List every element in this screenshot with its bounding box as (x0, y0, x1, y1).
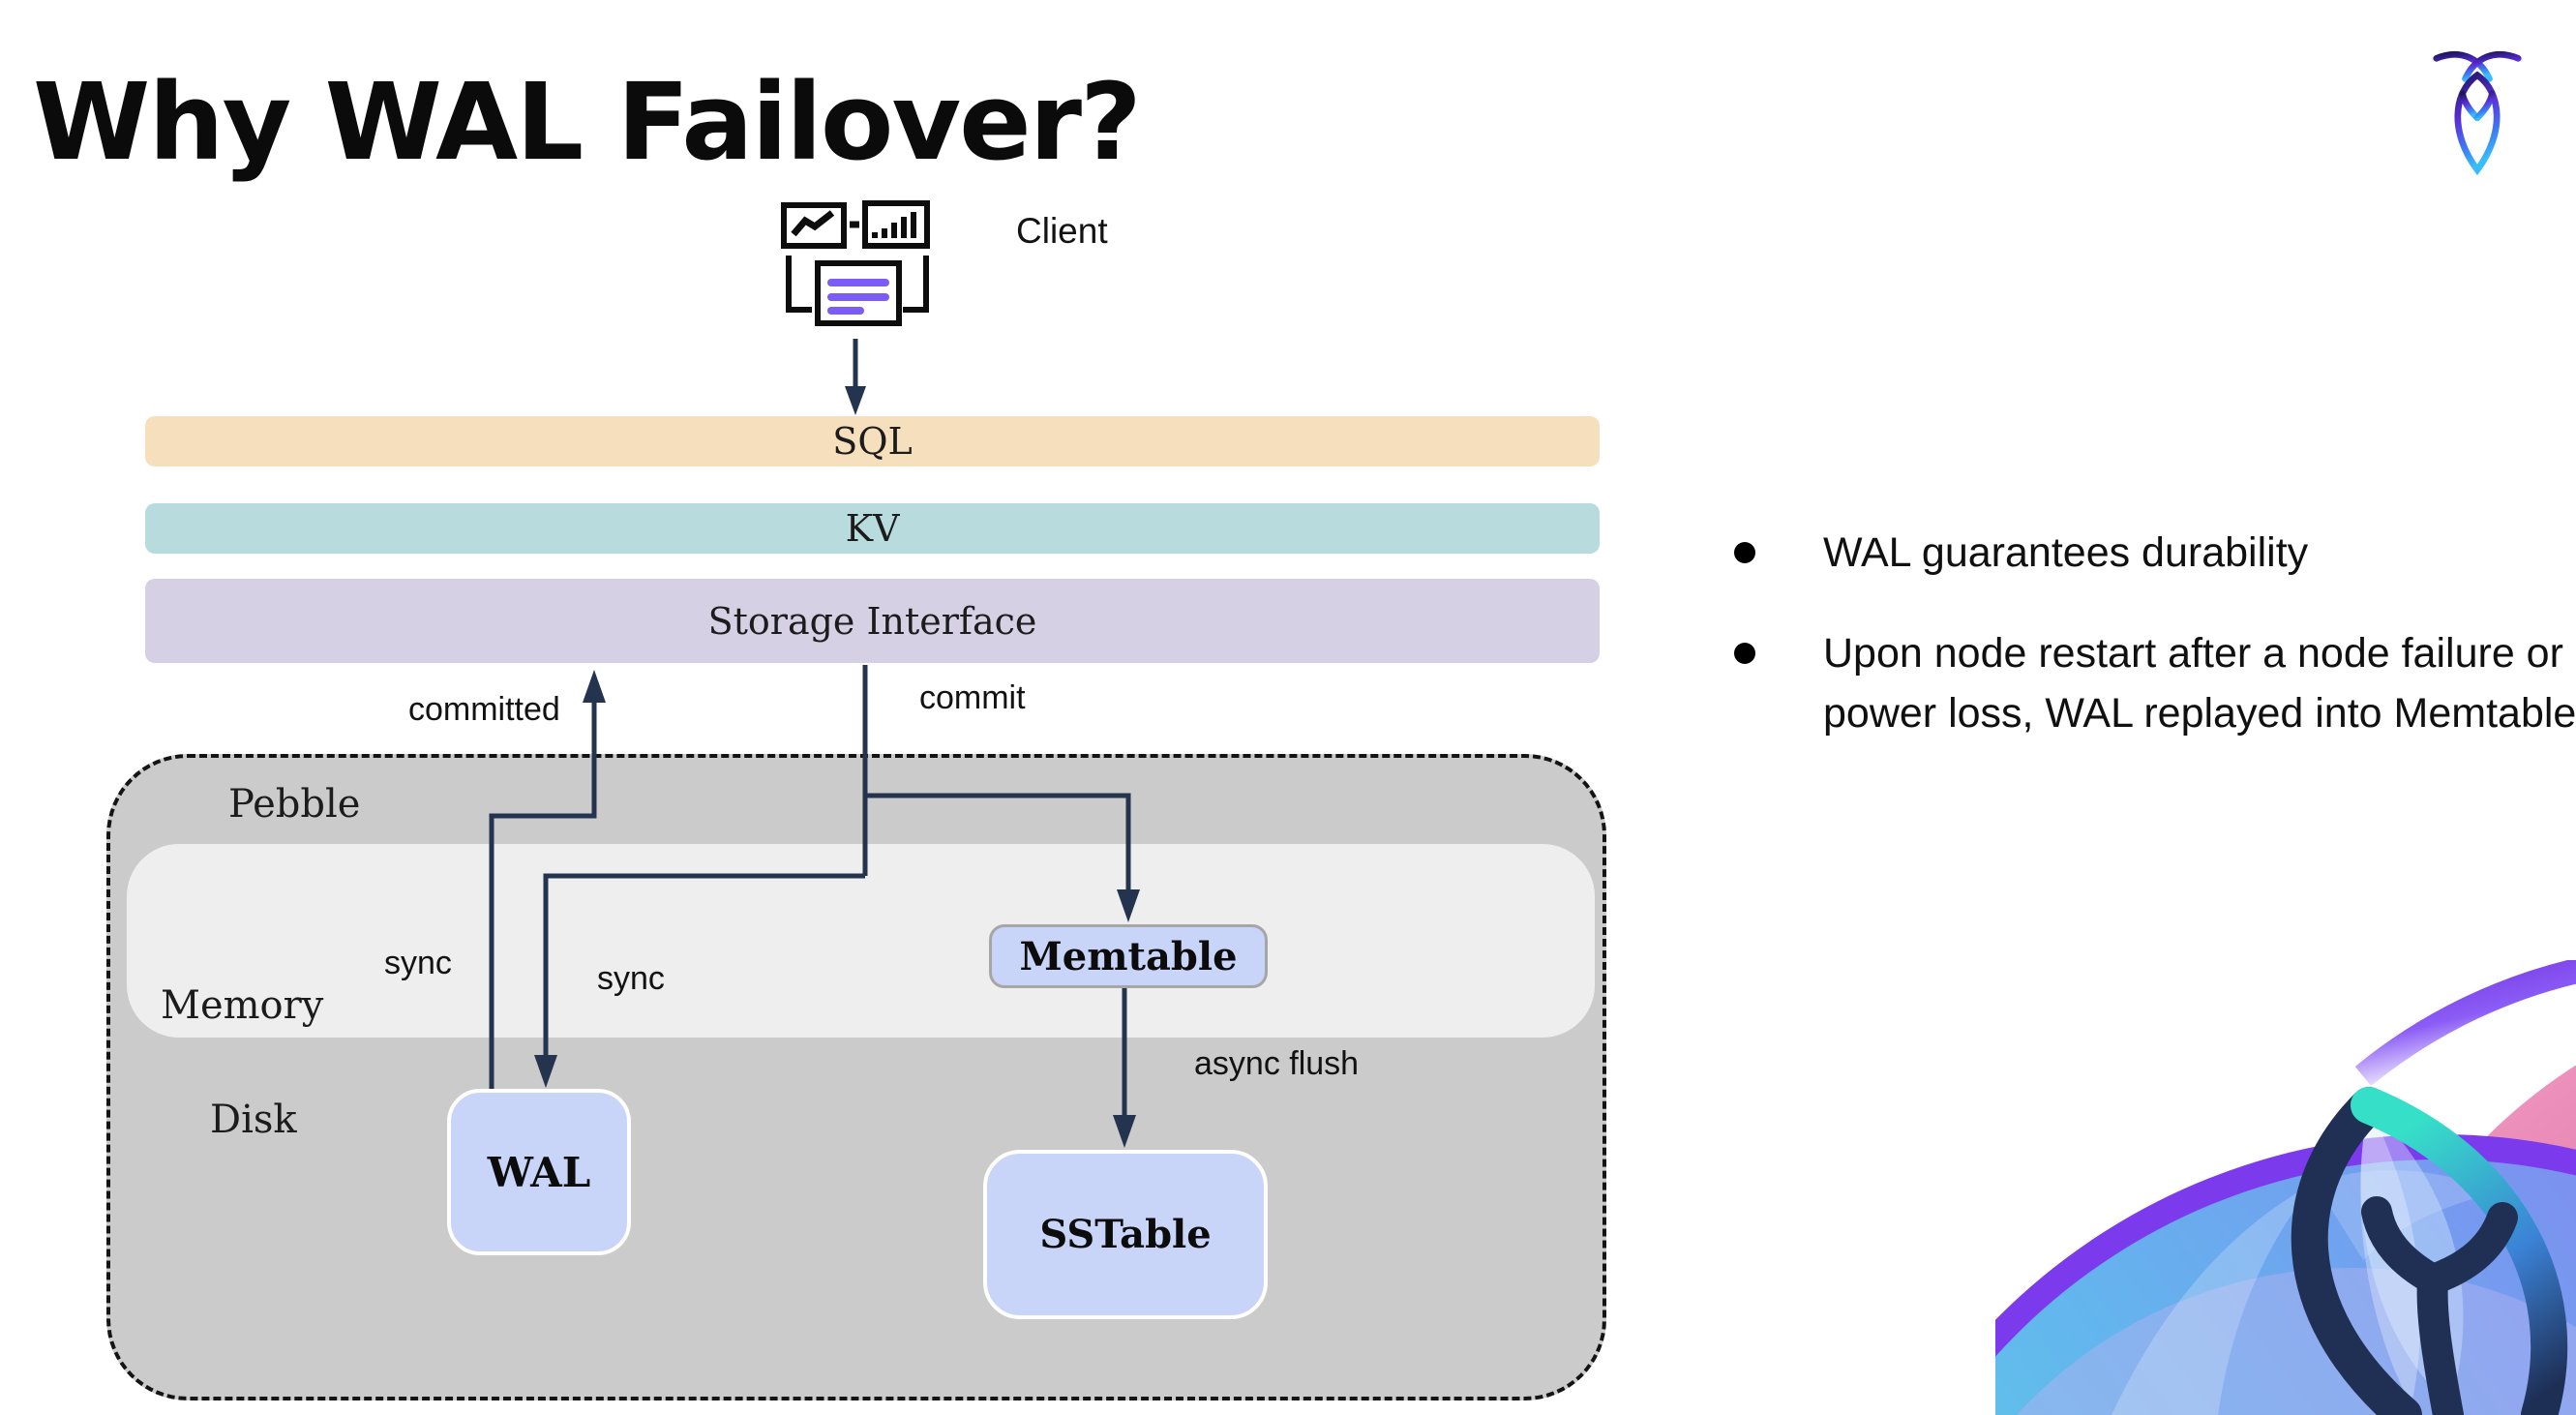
node-wal-label: WAL (487, 1148, 591, 1196)
edge-label-sync-left: sync (384, 945, 452, 981)
node-sstable-label: SSTable (1039, 1212, 1212, 1257)
edge-label-commit: commit (919, 679, 1026, 716)
decorative-brand-artwork-icon (1995, 960, 2576, 1415)
edge-label-committed: committed (408, 691, 560, 728)
client-icon (781, 200, 930, 326)
layer-sql-label: SQL (832, 420, 913, 463)
node-memtable-label: Memtable (1019, 933, 1238, 979)
pebble-label: Pebble (228, 782, 361, 827)
bullet-durability: WAL guarantees durability (1728, 523, 2576, 583)
node-sstable: SSTable (983, 1150, 1268, 1319)
memory-label: Memory (161, 983, 324, 1028)
layer-storage-interface: Storage Interface (145, 579, 1600, 663)
layer-kv: KV (145, 503, 1600, 554)
layer-kv-label: KV (845, 507, 900, 550)
edge-label-async-flush: async flush (1194, 1045, 1360, 1082)
bullet-replay: Upon node restart after a node failure o… (1728, 623, 2576, 743)
layer-sql: SQL (145, 416, 1600, 467)
edge-label-sync-right: sync (597, 960, 665, 997)
client-label: Client (1016, 211, 1108, 251)
layer-storage-interface-label: Storage Interface (707, 599, 1037, 643)
bullet-list: WAL guarantees durability Upon node rest… (1728, 523, 2576, 743)
page-title: Why WAL Failover? (33, 60, 1142, 184)
node-memtable: Memtable (989, 924, 1268, 988)
memory-region (127, 844, 1595, 1038)
cockroachdb-logo-icon (2433, 51, 2522, 176)
disk-label: Disk (210, 1098, 297, 1142)
node-wal: WAL (447, 1089, 631, 1255)
